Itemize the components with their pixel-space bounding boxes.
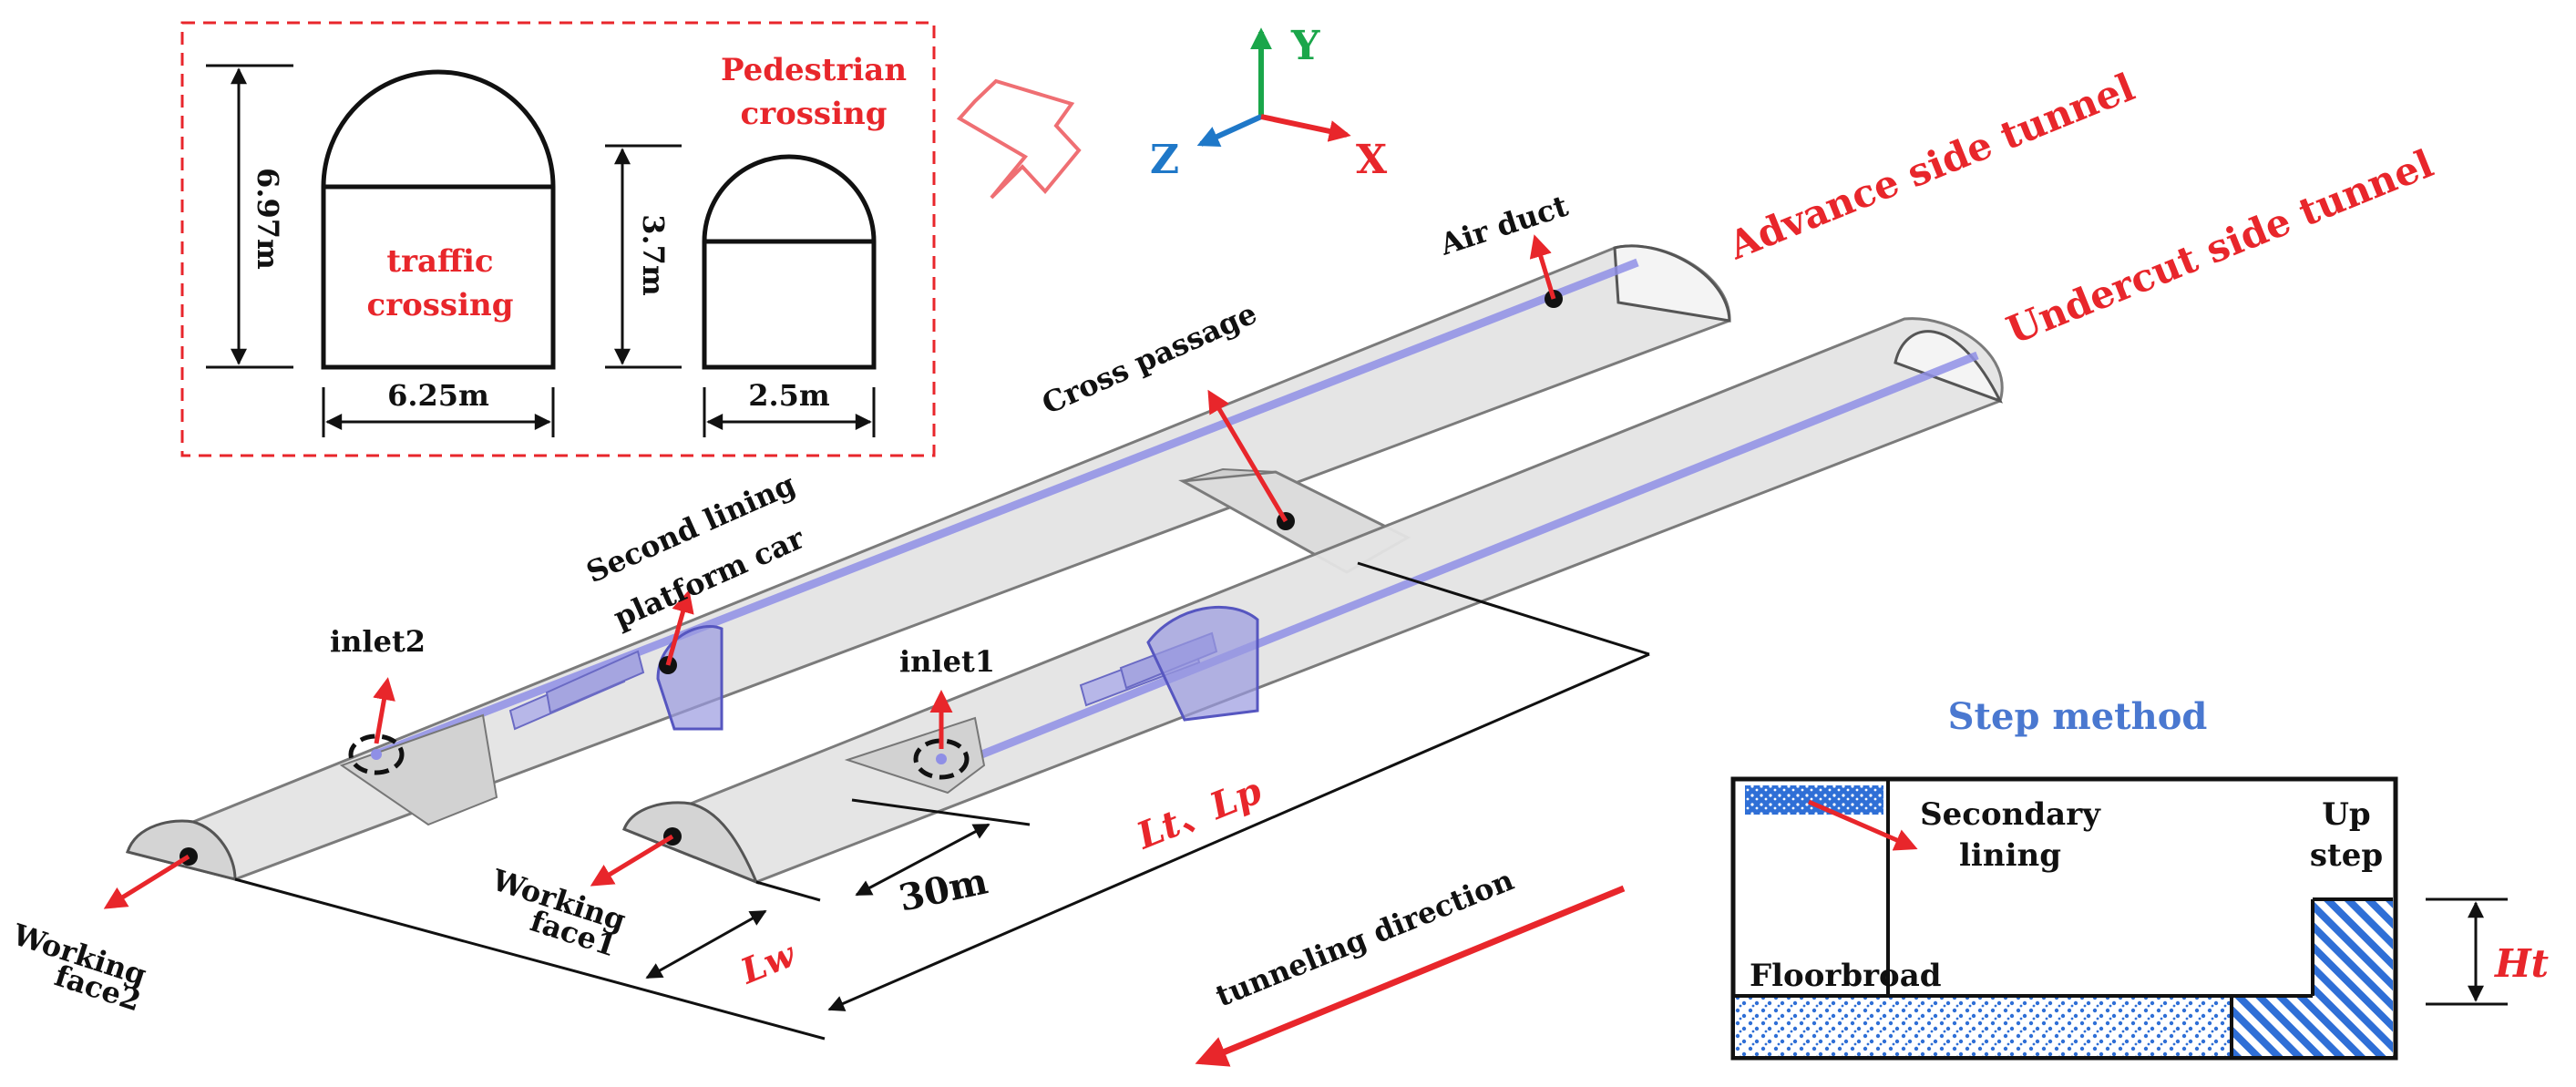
step-method-panel: Step method Secondary lining Up step Flo… (1730, 695, 2549, 1061)
traffic-crossing-label-1: traffic (386, 243, 493, 280)
lt-lp-extension-end (1357, 561, 1650, 656)
secondary-lining-label-2: lining (1959, 837, 2061, 874)
dim-lt-lp-label: Lt、Lp (1130, 769, 1267, 857)
face1-extension (755, 880, 821, 902)
advance-tunnel-air-duct (376, 258, 1639, 758)
lining-car-arrow (665, 590, 694, 666)
air-duct-arrow (1529, 234, 1556, 300)
ht-label: Ht (2494, 941, 2549, 986)
axis-triad: Y Z X (1150, 23, 1388, 183)
cross-passage-label: Cross passage (1037, 296, 1262, 422)
lt-lp-dimension (827, 652, 1650, 1011)
pedestrian-crossing-section (702, 154, 877, 370)
advance-tunnel-label: Advance side tunnel (1721, 65, 2140, 269)
inlet1-label: inlet1 (899, 644, 995, 679)
ped-height-value: 3.7m (636, 214, 671, 296)
air-duct-label: Air duct (1435, 189, 1573, 262)
pedestrian-crossing-label-1: Pedestrian (721, 52, 907, 88)
floorboard-label: Floorbroad (1750, 958, 1942, 994)
x-axis-arrow (1260, 114, 1351, 142)
inset-dashed-border (180, 21, 936, 457)
advance-tunnel-face2 (126, 819, 237, 881)
x-axis-label: X (1356, 137, 1388, 183)
inlet1-point (936, 754, 947, 764)
working-face2-arrow (103, 854, 190, 909)
floorboard-fill (1735, 998, 2232, 1056)
cross-passage-top (1182, 467, 1277, 482)
dimension-lines (234, 561, 1650, 1041)
pedestrian-crossing-label-2: crossing (741, 96, 888, 132)
undercut-tunnel-face1 (622, 801, 759, 885)
advance-tunnel-portal (1613, 244, 1731, 323)
dim-lw-label: Lw (734, 933, 802, 992)
up-step-hatch (2313, 899, 2393, 998)
traffic-height-value: 6.97m (251, 168, 285, 270)
secondary-lining-arrow (1808, 799, 1918, 851)
up-step-hatch-lower (2232, 998, 2393, 1056)
face2-extension (234, 877, 826, 1041)
step-method-title: Step method (1948, 695, 2208, 738)
cross-section-inset: traffic crossing 6.97m 6.25m Pedestrian … (180, 21, 936, 457)
undercut-tunnel-label: Undercut side tunnel (2000, 141, 2438, 354)
inlet1-marker (913, 738, 970, 780)
inlet2-label: inlet2 (330, 624, 426, 659)
dim-30m-label: 30m (895, 859, 991, 919)
traffic-width-value: 6.25m (387, 378, 489, 413)
tunnel-model (126, 244, 2004, 885)
dim-lw-arrow (645, 909, 767, 979)
undercut-tunnel-air-duct (946, 351, 1979, 773)
inset-pointer-arrow (956, 78, 1082, 200)
traffic-crossing-section (321, 69, 556, 370)
cross-passage-arrow (1207, 389, 1288, 523)
up-step-label-2: step (2310, 837, 2383, 874)
y-axis-label: Y (1290, 23, 1320, 69)
secondary-lining-label-1: Secondary (1920, 796, 2101, 833)
inlet2-marker (348, 733, 405, 775)
dim-30m-arrow (855, 823, 990, 897)
secondary-lining-band (1745, 785, 1883, 815)
tunneling-direction-arrow (1195, 885, 1626, 1067)
ped-width-value: 2.5m (748, 378, 830, 413)
working-face1-arrow (590, 834, 674, 887)
step-extension-30m (851, 798, 1031, 826)
traffic-crossing-label-2: crossing (367, 287, 514, 323)
inlet2-arrow (373, 677, 395, 744)
inlet2-point (371, 749, 382, 760)
up-step-label-1: Up (2322, 796, 2370, 833)
z-axis-label: Z (1150, 137, 1179, 183)
up-step-outline (2230, 897, 2393, 1056)
pointer-arrows (103, 234, 1626, 1067)
advance-step-slab (339, 713, 498, 826)
undercut-lining-platform-car (1079, 605, 1259, 722)
tunneling-direction-label: tunneling direction (1211, 863, 1519, 1014)
z-axis-arrow (1196, 114, 1263, 147)
